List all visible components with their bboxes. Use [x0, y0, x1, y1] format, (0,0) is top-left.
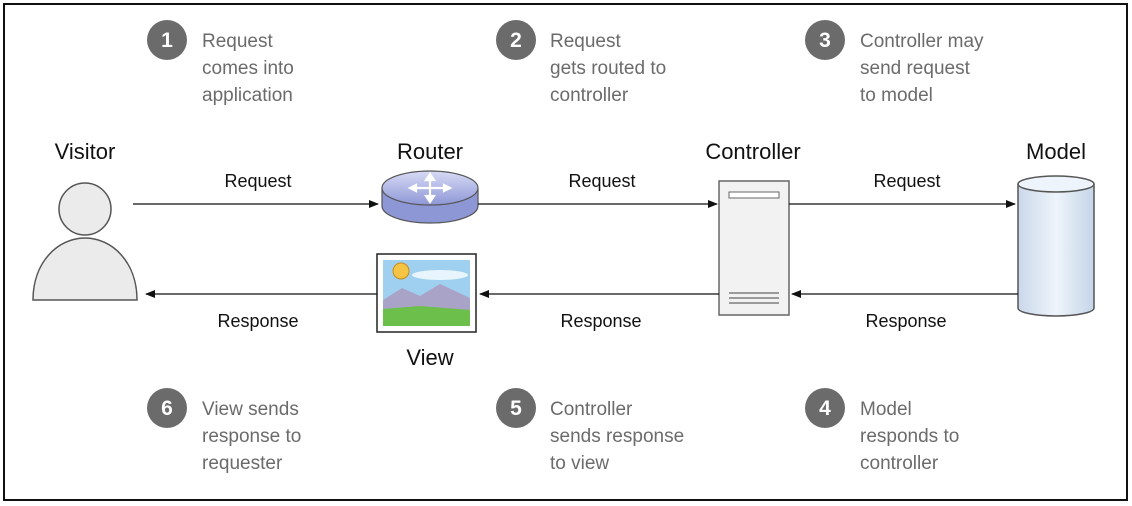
step-2-line-2: gets routed to [550, 58, 666, 79]
step-badge-4 [805, 388, 845, 428]
step-3-line-1: Controller may [860, 31, 984, 52]
step-number-5: 5 [510, 397, 522, 420]
diagram-frame [3, 3, 1128, 501]
step-badge-6 [147, 388, 187, 428]
step-1: 1 Request comes into application [147, 20, 294, 106]
database-cylinder-icon [1017, 175, 1095, 317]
step-5-line-1: Controller [550, 399, 633, 420]
step-number-6: 6 [161, 397, 173, 420]
step-4-line-1: Model [860, 399, 912, 420]
landscape-picture-icon [376, 253, 477, 333]
step-number-1: 1 [161, 29, 173, 52]
step-number-3: 3 [819, 29, 831, 52]
model-label: Model [1026, 139, 1086, 164]
step-badge-5 [496, 388, 536, 428]
controller-label: Controller [705, 139, 800, 164]
step-3-line-3: to model [860, 85, 933, 106]
step-1-line-1: Request [202, 31, 273, 52]
step-badge-2 [496, 20, 536, 60]
label-view-to-visitor: Response [217, 311, 298, 331]
step-number-2: 2 [510, 29, 522, 52]
step-number-4: 4 [819, 397, 831, 420]
step-5-line-3: to view [550, 453, 609, 474]
label-controller-to-model: Request [873, 171, 940, 191]
label-visitor-to-router: Request [224, 171, 291, 191]
person-icon [32, 182, 138, 301]
step-3-line-2: send request [860, 58, 971, 79]
label-controller-to-view: Response [560, 311, 641, 331]
router-label: Router [397, 139, 463, 164]
step-4-line-3: controller [860, 453, 939, 474]
router-icon [381, 170, 479, 224]
step-2: 2 Request gets routed to controller [496, 20, 666, 106]
step-2-line-1: Request [550, 31, 621, 52]
step-5: 5 Controller sends response to view [496, 388, 684, 474]
step-badge-1 [147, 20, 187, 60]
step-1-line-3: application [202, 85, 293, 106]
visitor-label: Visitor [55, 139, 116, 164]
step-6-line-1: View sends [202, 399, 299, 420]
step-6: 6 View sends response to requester [147, 388, 301, 474]
step-2-line-3: controller [550, 85, 629, 106]
view-label: View [406, 345, 453, 370]
step-5-line-2: sends response [550, 426, 684, 447]
step-3: 3 Controller may send request to model [805, 20, 984, 106]
step-4-line-2: responds to [860, 426, 959, 447]
server-icon [718, 180, 790, 316]
step-badge-3 [805, 20, 845, 60]
label-router-to-controller: Request [568, 171, 635, 191]
step-6-line-2: response to [202, 426, 301, 447]
label-model-to-controller: Response [865, 311, 946, 331]
step-1-line-2: comes into [202, 58, 294, 79]
step-6-line-3: requester [202, 453, 283, 474]
step-4: 4 Model responds to controller [805, 388, 959, 474]
